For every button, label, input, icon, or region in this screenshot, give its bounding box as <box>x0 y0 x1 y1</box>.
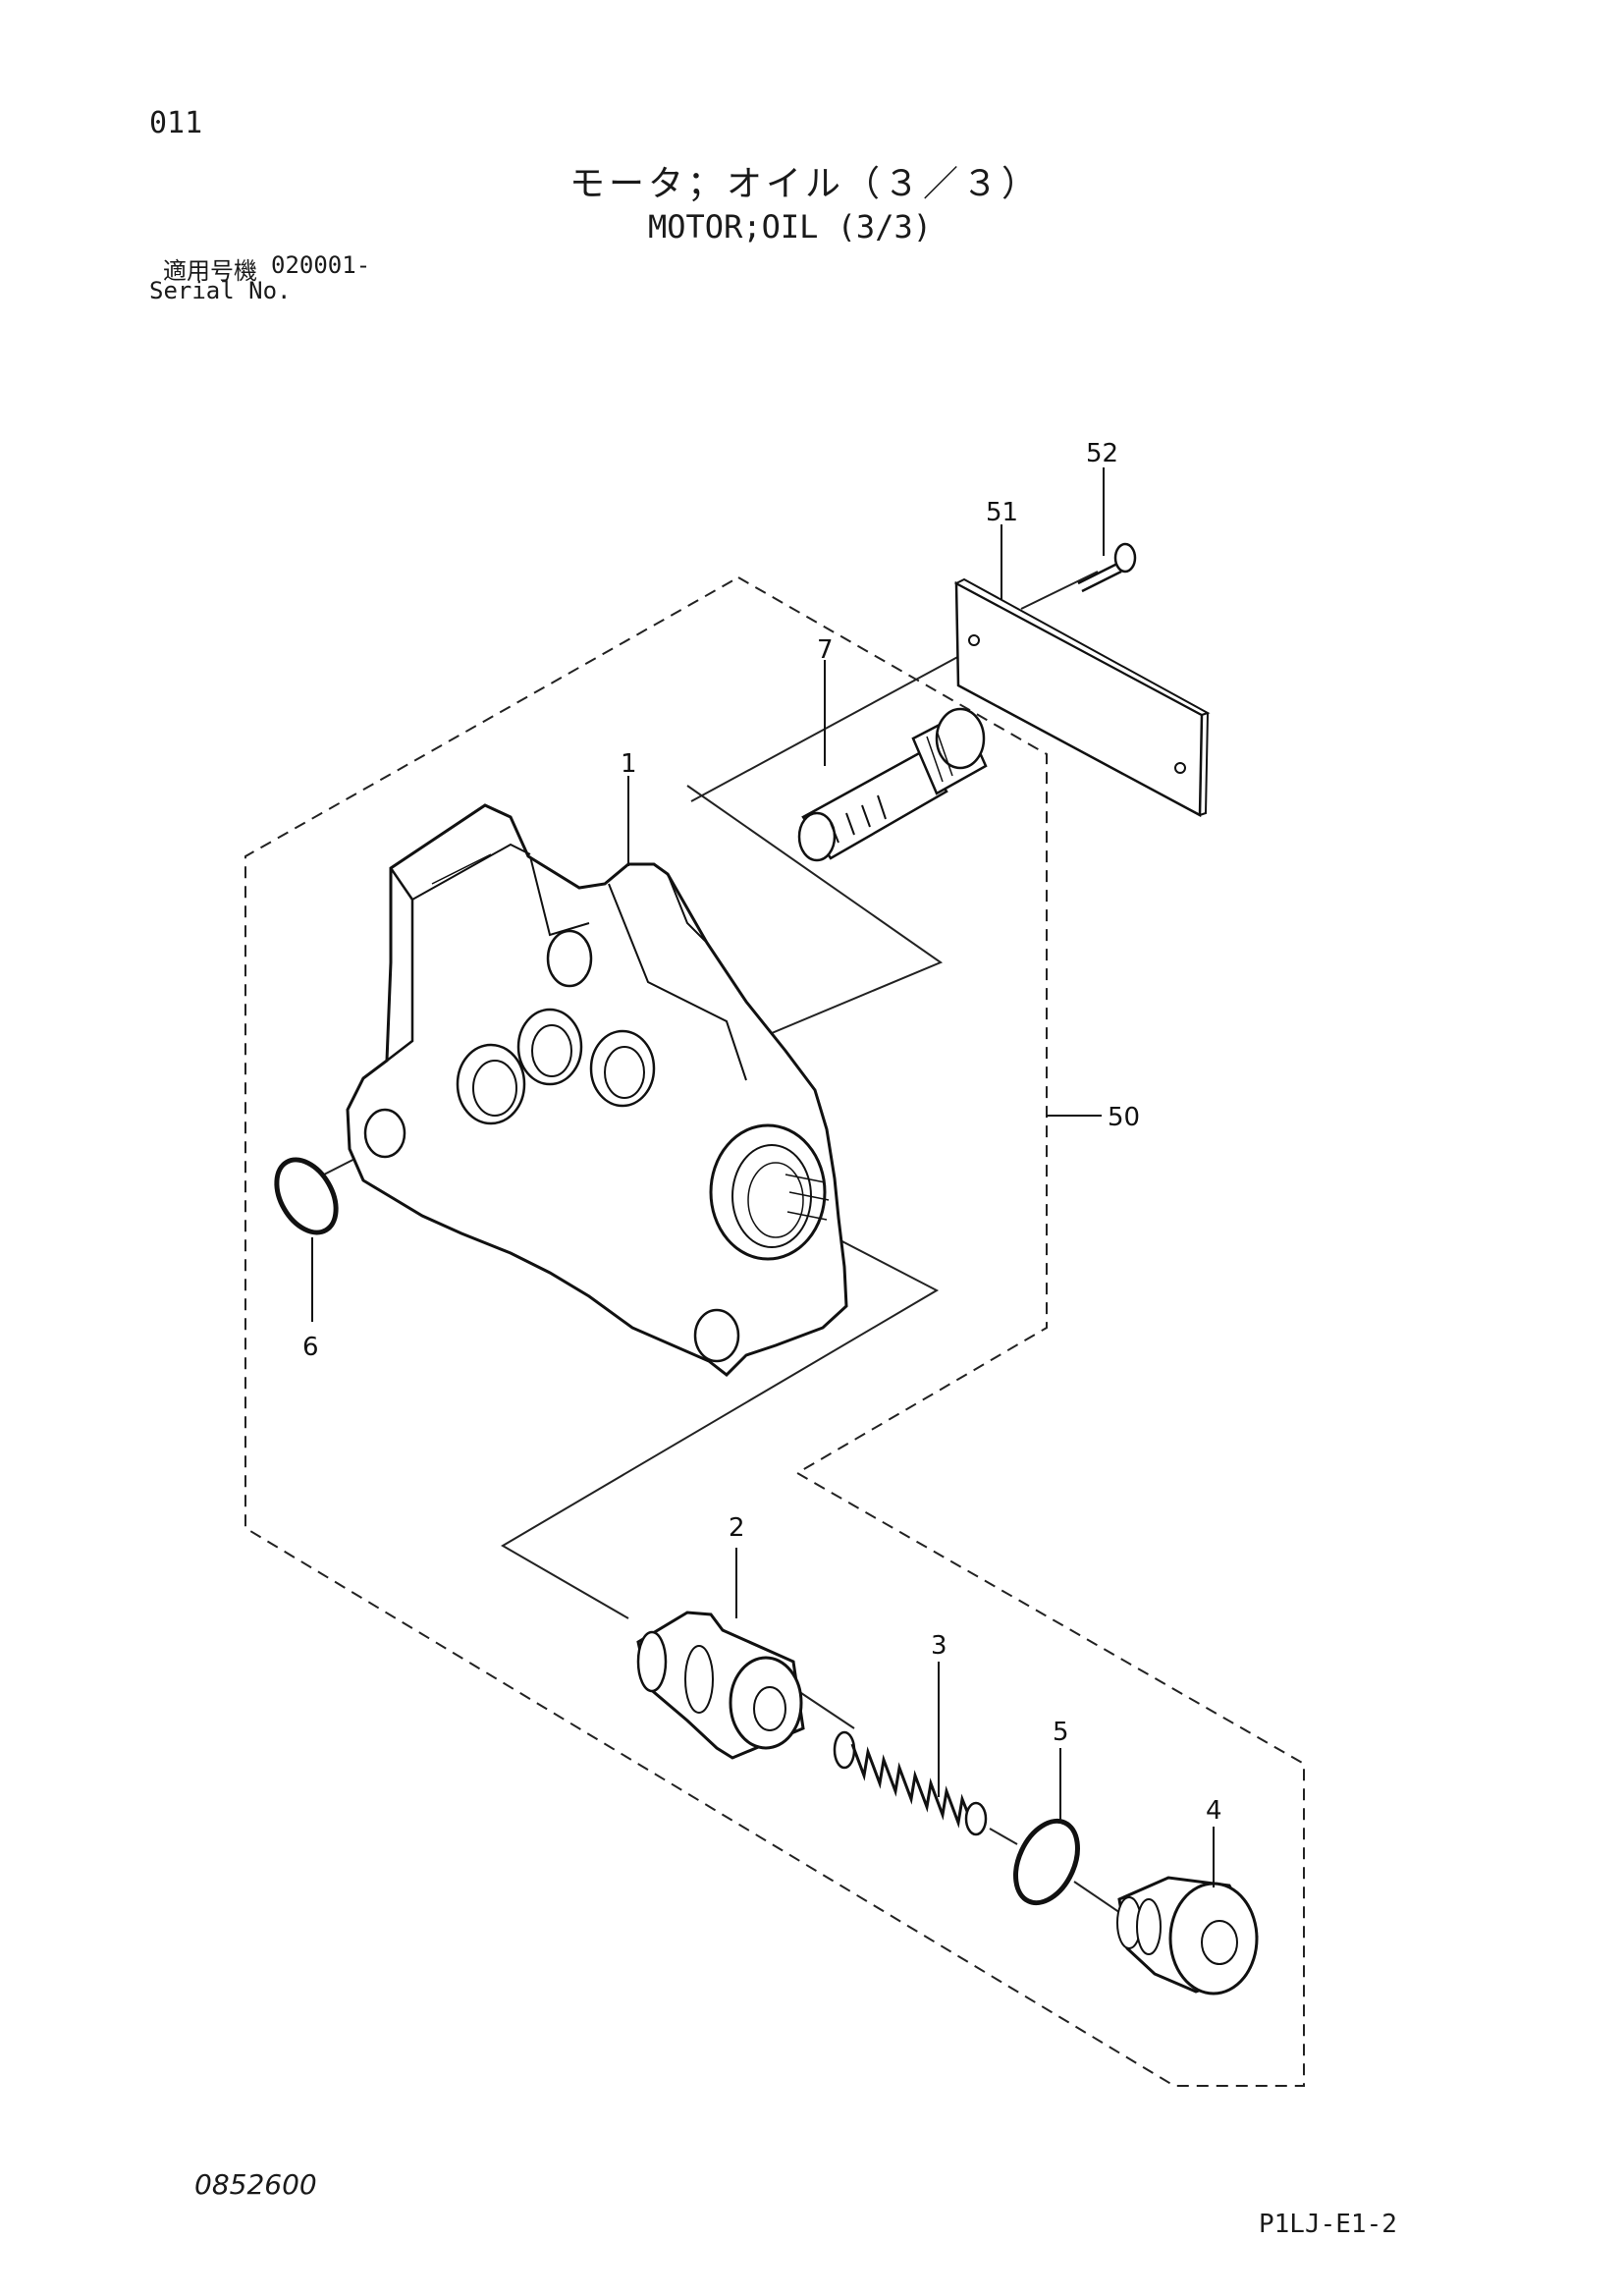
name-plate-part-51 <box>953 577 1211 818</box>
callout-3: 3 <box>931 1631 947 1661</box>
plug-part-4 <box>1116 1876 1259 1995</box>
callout-52: 52 <box>1086 439 1118 468</box>
page-code: P1LJ-E1-2 <box>1259 2210 1397 2239</box>
serial-label-english: Serial No. <box>149 277 292 304</box>
assembly-boundary-dashed <box>244 575 1305 2087</box>
callout-50: 50 <box>1108 1103 1140 1132</box>
bolt-part-7 <box>797 707 988 862</box>
guide-line-52-to-plate <box>1020 571 1099 610</box>
callout-4: 4 <box>1206 1796 1222 1826</box>
spring-part-3 <box>833 1730 988 1836</box>
guide-line-spring-oring <box>989 1828 1018 1845</box>
callout-51: 51 <box>986 498 1018 527</box>
guide-line-shaft <box>794 1688 855 1729</box>
serial-range: 020001- <box>271 251 371 279</box>
callout-6: 6 <box>302 1333 319 1362</box>
title-japanese: モータ；オイル（３／３） <box>569 164 1042 204</box>
callout-7: 7 <box>817 635 834 665</box>
guide-line-lower <box>501 1209 940 1619</box>
o-ring-part-6 <box>274 1157 339 1235</box>
callout-1: 1 <box>621 749 637 779</box>
rivet-part-52 <box>1077 542 1137 593</box>
guide-line-7-to-plate <box>690 647 975 802</box>
callout-5: 5 <box>1053 1718 1069 1747</box>
callout-2: 2 <box>729 1513 745 1543</box>
housing-part-1 <box>346 803 848 1377</box>
serial-label-japanese: 適用号機 <box>163 257 257 285</box>
spool-part-2 <box>636 1611 805 1760</box>
page-number: 011 <box>149 106 203 140</box>
o-ring-part-5 <box>1013 1818 1080 1906</box>
drawing-number: 0852600 <box>194 2168 317 2201</box>
title-english: MOTOR;OIL (3/3) <box>648 208 932 246</box>
